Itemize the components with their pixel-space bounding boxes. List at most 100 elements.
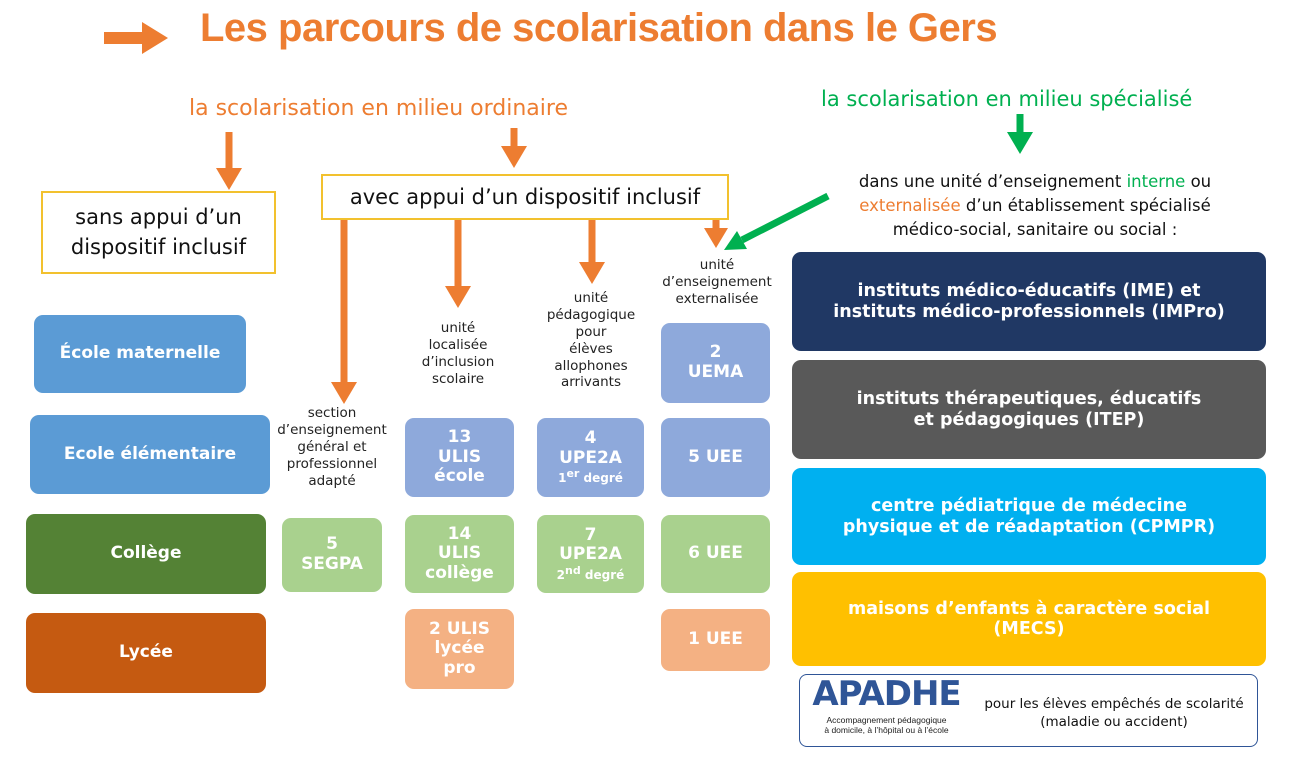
ime-impro-box: instituts médico-éducatifs (IME) et inst… [792, 252, 1266, 351]
externalisee-label: unité d’enseignement externalisée [658, 257, 776, 308]
uee-college-box: 6 UEE [661, 515, 770, 593]
ulis-ecole-line: 13 [447, 427, 472, 448]
desc-text: ou [1185, 172, 1212, 191]
degree-text: degré [579, 471, 623, 486]
ulis-college-line: 14 [447, 523, 472, 544]
segpa-name: SEGPA [301, 554, 363, 574]
itep-line2: et pédagogiques (ITEP) [913, 409, 1145, 430]
ulis-college-line: collège [425, 562, 494, 583]
ulis-lycee-line: pro [443, 657, 476, 678]
desc-externalisee: externalisée [859, 195, 961, 215]
apadhe-description: pour les élèves empêchés de scolarité (m… [974, 695, 1254, 731]
upe2a-college-name: UPE2A [559, 544, 622, 565]
upe2a-ecole-degree: 1er degré [558, 467, 623, 486]
ulis-ecole-line: ULIS [437, 446, 482, 467]
segpa-label-line: d’enseignement [277, 421, 387, 438]
uema-maternelle-box: 2 UEMA [661, 323, 770, 403]
upe2a-college-degree: 2nd degré [556, 563, 625, 583]
mecs-line2: (MECS) [993, 619, 1065, 639]
apadhe-logo: APADHE Accompagnement pédagogique à domi… [804, 677, 969, 735]
ime-line2: instituts médico-professionnels (IMPro) [833, 301, 1225, 322]
uema-count: 2 [709, 342, 722, 363]
apadhe-logo-sub1: Accompagnement pédagogique [826, 715, 947, 725]
ime-line1: instituts médico-éducatifs (IME) et [857, 281, 1201, 302]
degree-sup: er [566, 467, 580, 481]
arrow-to-segpa [331, 220, 357, 404]
level-maternelle: École maternelle [34, 315, 246, 393]
upe2a-ecole-name: UPE2A [559, 447, 622, 468]
desc-text: d’un établissement spécialisé [960, 195, 1211, 215]
specialise-description: dans une unité d’enseignement interne ou… [800, 170, 1270, 242]
upe2a-college-box: 7 UPE2A 2nd degré [537, 515, 644, 593]
ulis-label-line: d’inclusion [421, 353, 495, 370]
segpa-count: 5 [326, 534, 338, 555]
ulis-college-line: ULIS [437, 543, 482, 564]
sans-appui-line2: dispositif inclusif [70, 234, 247, 259]
segpa-label: section d’enseignement général et profes… [272, 405, 392, 489]
apadhe-logo-text: APADHE [812, 674, 961, 714]
degree-text: degré [580, 567, 625, 582]
desc-text: dans une unité d’enseignement [858, 172, 1127, 191]
apadhe-text1: pour les élèves empêchés de scolarité [984, 696, 1244, 712]
segpa-college-box: 5 SEGPA [282, 518, 382, 592]
ulis-label-line: localisée [428, 336, 488, 353]
apadhe-box: APADHE Accompagnement pédagogique à domi… [799, 674, 1258, 747]
upe2a-label-line: pédagogique [546, 306, 636, 323]
arrow-specialise-down [1007, 114, 1033, 154]
ulis-lycee-box: 2 ULIS lycée pro [405, 609, 514, 689]
upe2a-ecole-count: 4 [584, 428, 597, 449]
segpa-label-line: professionnel [286, 455, 378, 472]
level-college: Collège [26, 514, 266, 594]
degree-number: 1 [558, 471, 567, 486]
arrow-specialise-to-externalisee [724, 192, 830, 250]
uema-name: UEMA [687, 362, 744, 382]
ulis-ecole-line: école [434, 466, 485, 487]
mecs-box: maisons d’enfants à caractère social (ME… [792, 572, 1266, 666]
uee-ecole-box: 5 UEE [661, 418, 770, 497]
specialise-heading: la scolarisation en milieu spécialisé [821, 87, 1193, 111]
ulis-label: unité localisée d’inclusion scolaire [408, 320, 508, 388]
sans-appui-box: sans appui d’un dispositif inclusif [41, 191, 276, 274]
specialise-desc-line2: externalisée d’un établissement spéciali… [800, 194, 1270, 218]
cpmpr-box: centre pédiatrique de médecine physique … [792, 468, 1266, 565]
apadhe-logo-sub2: à domicile, à l’hôpital ou à l’école [824, 725, 949, 736]
upe2a-college-count: 7 [584, 524, 597, 545]
cpmpr-line1: centre pédiatrique de médecine [870, 496, 1188, 517]
upe2a-label-line: arrivants [560, 374, 622, 391]
ulis-lycee-line: 2 ULIS [429, 618, 490, 639]
specialise-desc-line1: dans une unité d’enseignement interne ou [800, 170, 1270, 194]
degree-sup: nd [565, 563, 581, 577]
level-elementaire: Ecole élémentaire [30, 415, 270, 494]
upe2a-label-line: allophones [554, 357, 628, 374]
title-arrow-icon [104, 22, 168, 54]
upe2a-label-line: unité [573, 290, 609, 306]
ulis-college-box: 14 ULIS collège [405, 515, 514, 593]
ulis-label-line: unité [440, 320, 476, 336]
upe2a-ecole-box: 4 UPE2A 1er degré [537, 418, 644, 497]
arrow-to-ulis [445, 220, 471, 308]
upe2a-label-line: élèves [569, 340, 613, 357]
arrow-to-sans-appui [216, 132, 242, 190]
arrow-to-avec-appui [501, 128, 527, 168]
arrow-to-upe2a [579, 220, 605, 284]
ulis-label-line: scolaire [431, 370, 485, 387]
segpa-label-line: adapté [308, 472, 356, 489]
desc-interne: interne [1126, 172, 1186, 191]
page-title: Les parcours de scolarisation dans le Ge… [200, 6, 998, 50]
avec-appui-box: avec appui d’un dispositif inclusif [321, 174, 729, 220]
upe2a-label-line: pour [575, 323, 607, 340]
degree-number: 2 [556, 567, 566, 582]
externalisee-label-line: d’enseignement [662, 273, 772, 290]
ulis-ecole-box: 13 ULIS école [405, 418, 514, 497]
externalisee-label-line: externalisée [675, 290, 759, 307]
externalisee-label-line: unité [699, 257, 735, 273]
cpmpr-line2: physique et de réadaptation (CPMPR) [842, 516, 1216, 537]
apadhe-text2: (maladie ou accident) [1040, 714, 1188, 731]
segpa-label-line: section [307, 405, 357, 421]
level-lycee: Lycée [26, 613, 266, 693]
sans-appui-line1: sans appui d’un [75, 205, 242, 230]
upe2a-label: unité pédagogique pour élèves allophones… [535, 290, 647, 391]
itep-box: instituts thérapeutiques, éducatifs et p… [792, 360, 1266, 459]
mecs-line1: maisons d’enfants à caractère social [847, 598, 1211, 619]
uee-lycee-box: 1 UEE [661, 609, 770, 671]
